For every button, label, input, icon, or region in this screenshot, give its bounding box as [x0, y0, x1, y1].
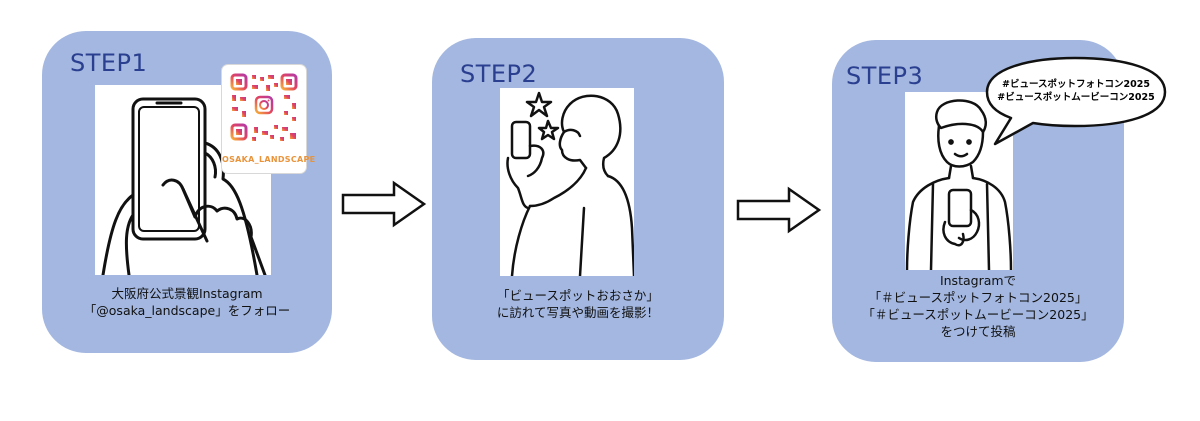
step1-caption-line: 「@osaka_landscape」をフォロー — [83, 303, 291, 318]
qr-code-label: OSAKA_LANDSCAPE — [222, 155, 316, 164]
step3-caption: Instagramで 「＃ビュースポットフォトコン2025」 「＃ビュースポット… — [832, 272, 1124, 340]
speech-bubble-text: #ビュースポットフォトコン2025 #ビュースポットムービーコン2025 — [981, 78, 1171, 104]
step3-caption-line: Instagramで — [939, 273, 1017, 288]
bubble-hashtag-line: #ビュースポットフォトコン2025 — [1002, 79, 1150, 90]
step3-caption-line: 「＃ビュースポットフォトコン2025」 — [868, 290, 1088, 305]
bubble-hashtag-line: #ビュースポットムービーコン2025 — [997, 92, 1155, 103]
step2-title: STEP2 — [460, 60, 538, 88]
qr-code[interactable]: OSAKA_LANDSCAPE — [222, 65, 316, 173]
step2-caption-line: 「ビュースポットおおさか」 — [497, 288, 659, 303]
step2-caption: 「ビュースポットおおさか」 に訪れて写真や動画を撮影！ — [432, 287, 724, 321]
step2-illustration — [500, 88, 636, 278]
arrow-right-icon — [736, 186, 822, 234]
step3-caption-line: 「＃ビュースポットムービーコン2025」 — [862, 307, 1094, 322]
speech-bubble-icon — [985, 56, 1167, 146]
step3-caption-line: をつけて投稿 — [940, 324, 1016, 339]
qr-code-icon — [230, 73, 298, 141]
phone-in-hands-icon — [101, 97, 267, 277]
step2-caption-line: に訪れて写真や動画を撮影！ — [496, 305, 660, 320]
arrow-right-icon — [341, 180, 427, 228]
photographer-icon — [506, 91, 636, 278]
phone-user-icon — [905, 99, 1013, 272]
step1-title: STEP1 — [70, 49, 148, 77]
step1-caption: 大阪府公式景観Instagram 「@osaka_landscape」をフォロー — [42, 285, 332, 319]
step3-illustration — [905, 92, 1013, 272]
step1-caption-line: 大阪府公式景観Instagram — [111, 286, 263, 301]
step3-title: STEP3 — [846, 62, 924, 90]
